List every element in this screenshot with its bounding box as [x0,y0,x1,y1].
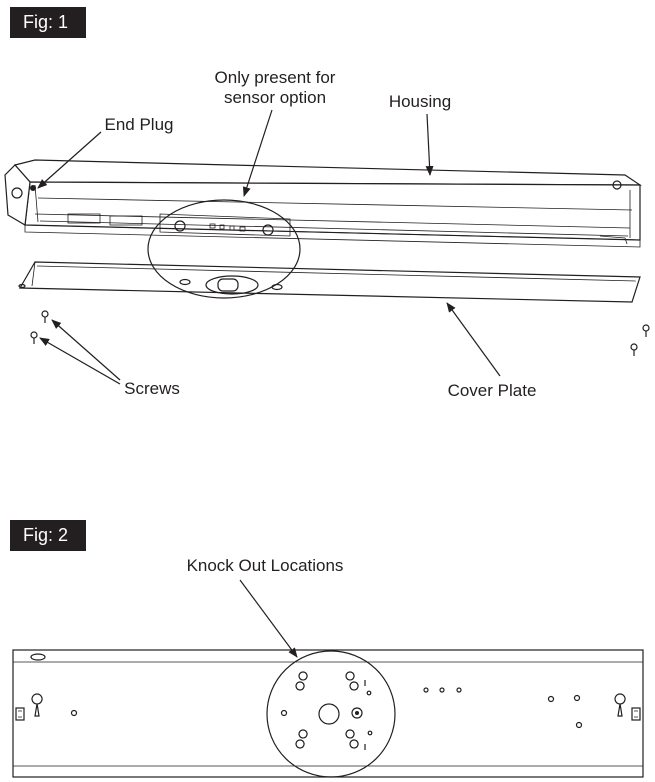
housing [4,159,642,248]
sensor-highlight-circle [147,199,301,299]
screws-right [630,324,650,356]
screws-arrow-2 [39,337,121,385]
knock-out-arrow [239,579,298,658]
knock-out-area [266,650,396,778]
fig2-drawing: Knock Out Locations [12,556,644,778]
sensor-arrow [242,109,273,197]
knock-out-circle [266,650,396,778]
housing-label: Housing [389,92,451,111]
cover-plate [18,261,641,303]
back-plate [12,649,644,778]
cover-plate-label: Cover Plate [448,381,537,400]
knock-out-label: Knock Out Locations [187,556,344,575]
end-plug-arrow [37,131,102,189]
housing-arrow [425,113,434,176]
cover-plate-arrow [446,302,501,377]
screws-arrow-1 [51,319,121,381]
screws-label: Screws [124,379,180,398]
fig1-drawing: Only present for sensor option Housing E… [4,68,650,400]
sensor-label-line2: sensor option [224,88,326,107]
sensor-label-line1: Only present for [215,68,336,87]
fig1-tag: Fig: 1 [10,7,86,38]
screws-left [30,310,49,344]
end-plug-label: End Plug [105,115,174,134]
fig2-tag: Fig: 2 [10,520,86,551]
